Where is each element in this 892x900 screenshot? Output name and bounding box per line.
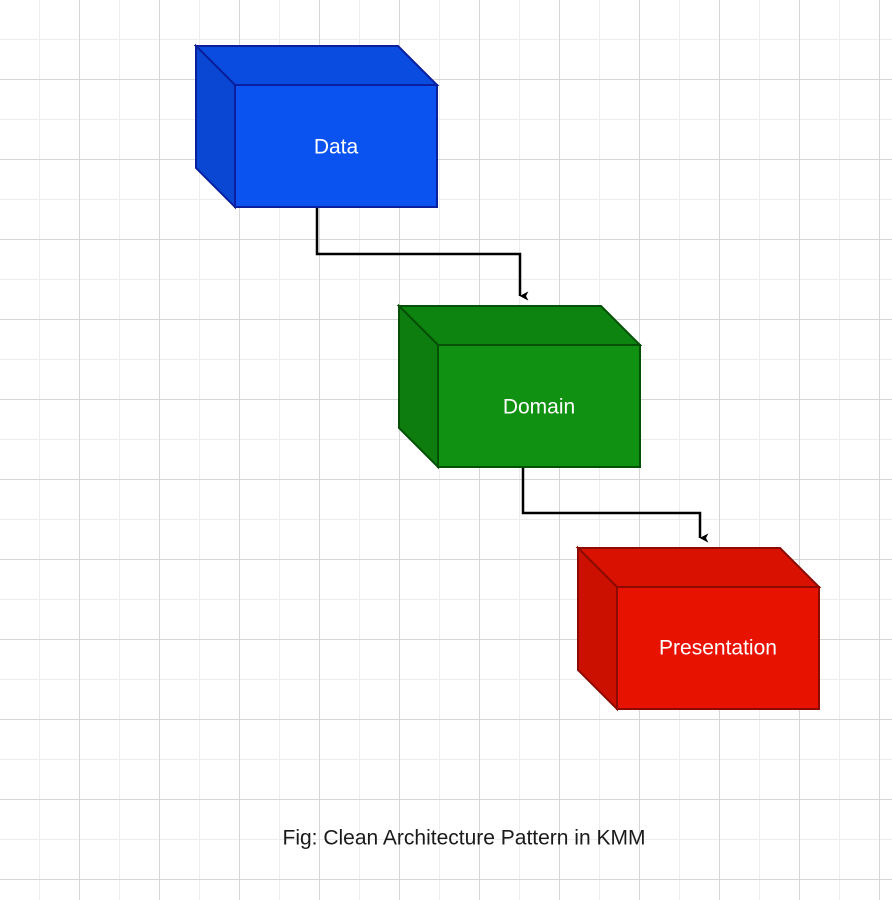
node-domain-label: Domain bbox=[503, 396, 575, 419]
node-data-front-face bbox=[234, 84, 438, 208]
node-presentation-label: Presentation bbox=[659, 637, 777, 660]
node-data-top-face bbox=[193, 45, 440, 86]
node-data[interactable]: Data bbox=[193, 43, 440, 210]
connector-data-to-domain-path bbox=[315, 207, 529, 301]
node-domain[interactable]: Domain bbox=[396, 303, 643, 470]
node-presentation[interactable]: Presentation bbox=[575, 545, 822, 712]
node-domain-top-face bbox=[396, 305, 643, 346]
node-data-label: Data bbox=[314, 136, 359, 159]
connector-domain-to-presentation[interactable] bbox=[521, 467, 709, 543]
connector-domain-to-presentation-path bbox=[521, 467, 709, 543]
connector-data-to-domain[interactable] bbox=[315, 207, 529, 301]
node-domain-front-face bbox=[437, 344, 641, 468]
node-presentation-top-face bbox=[575, 547, 822, 588]
diagram-caption: Fig: Clean Architecture Pattern in KMM bbox=[283, 827, 646, 850]
node-presentation-front-face bbox=[616, 586, 820, 710]
